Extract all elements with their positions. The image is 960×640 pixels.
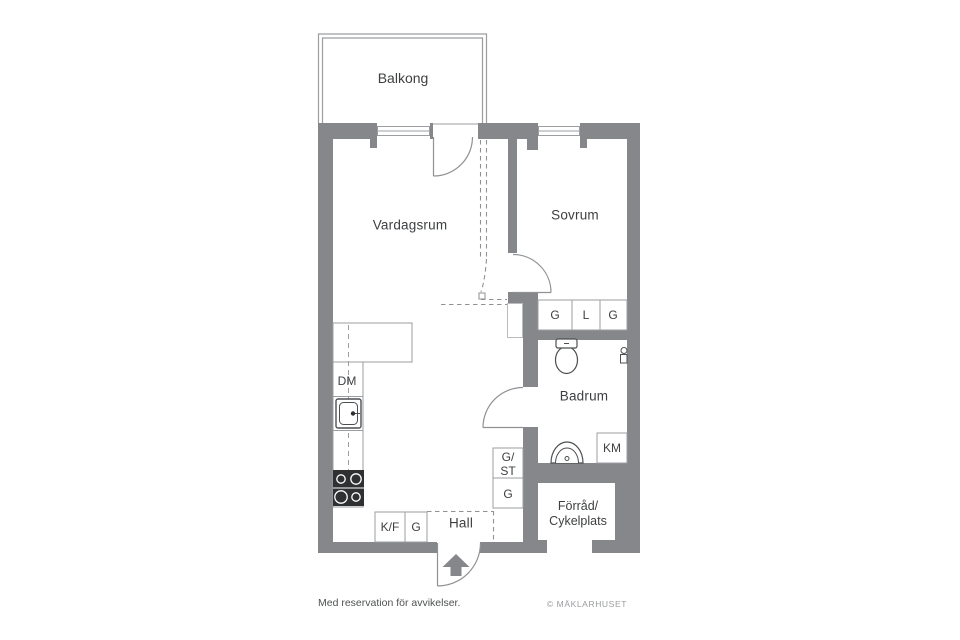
washing-machine-label: KM (603, 441, 621, 455)
fridge-freezer-label: K/F (380, 520, 400, 534)
living-room-label: Vardagsrum (372, 217, 448, 233)
living-room-window (377, 123, 478, 136)
dishwasher-label: DM (337, 374, 357, 388)
bedroom-door (512, 253, 552, 294)
bathroom-door (482, 386, 524, 429)
toilet-icon (554, 338, 579, 375)
entry-arrow-icon (442, 554, 470, 576)
disclaimer-text: Med reservation för avvikelser. (318, 597, 461, 609)
stove-icon (333, 470, 364, 506)
closet-middle-label: L (582, 308, 590, 322)
balcony-outline (317, 33, 488, 123)
hall-closet-gst-label: G/ ST (500, 450, 515, 478)
interior-walls (370, 139, 640, 463)
hall-closet-g-label: G (503, 487, 513, 501)
hall-boundary-dashed-lines (427, 510, 495, 542)
storage-room-label-line2: Cykelplats (549, 514, 607, 528)
open-plan-dashed-lines (441, 140, 507, 306)
closet-left-label: G (550, 308, 560, 322)
washing-machine-box (596, 432, 628, 464)
gst-label-line2: ST (500, 464, 516, 478)
storage-room-label-line1: Förråd/ (557, 499, 599, 513)
kitchen-cabinet-label: G (411, 520, 421, 534)
storage-room-label: Förråd/ Cykelplats (549, 499, 607, 529)
kitchen-sink-icon (335, 398, 362, 429)
bathroom-label: Badrum (559, 388, 609, 404)
entry-door (436, 542, 482, 587)
bedroom-label: Sovrum (551, 207, 599, 223)
bedroom-closet-row (537, 299, 628, 331)
gst-label-line1: G/ (501, 450, 515, 464)
hall-closets (492, 447, 524, 509)
closet-right-label: G (608, 308, 618, 322)
bedroom-window (538, 126, 580, 136)
wall-mounted-fixture-icon (620, 347, 628, 364)
kitchen-cabinets (374, 511, 428, 543)
hall-label: Hall (448, 515, 474, 531)
balcony-door (432, 136, 474, 177)
bathroom-sink-icon (550, 441, 584, 464)
balcony-label: Balkong (377, 70, 429, 86)
door-hinge-mark (478, 292, 486, 300)
hall-alcove-outline (507, 303, 523, 338)
copyright-text: © MÄKLARHUSET (546, 599, 627, 609)
